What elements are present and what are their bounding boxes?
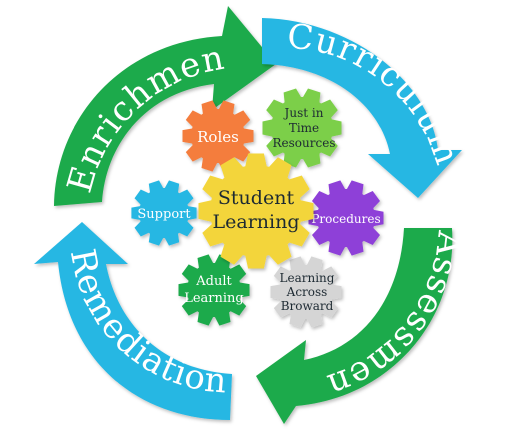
gear-just-in-time-line3: Resources — [273, 136, 336, 150]
gear-learning-across-line2: Across — [286, 285, 328, 299]
gear-adult-learning-line2: Learning — [184, 291, 244, 306]
gear-procedures-shape — [308, 180, 384, 256]
arrow-assessment — [256, 228, 453, 424]
center-line2: Learning — [213, 211, 300, 233]
label-enrichment: Enrichment — [0, 0, 228, 197]
gear-just-in-time: Just in Time Resources — [262, 88, 342, 168]
gear-student-learning: Student Learning — [198, 153, 314, 269]
arrow-enrichment-shape — [54, 6, 276, 206]
gear-just-in-time-shape — [262, 88, 342, 168]
arrow-remediation-shape — [34, 222, 232, 420]
arrow-curriculum — [262, 18, 462, 198]
arrow-curriculum-shape — [262, 18, 462, 198]
gear-procedures: Procedures — [308, 180, 384, 256]
gear-adult-learning-shape — [178, 254, 250, 326]
gear-just-in-time-line1: Just in — [283, 106, 324, 120]
gear-roles-label: Roles — [197, 128, 239, 146]
gear-support-label: Support — [137, 207, 191, 222]
gear-support-shape — [131, 180, 197, 246]
gear-support: Support — [131, 180, 197, 246]
gear-adult-learning-line1: Adult — [195, 274, 232, 289]
gear-student-learning-shape — [198, 153, 314, 269]
arrow-assessment-shape — [256, 228, 453, 424]
arrow-enrichment — [54, 6, 276, 206]
gear-roles: Roles — [182, 100, 254, 172]
arrow-remediation — [34, 222, 232, 420]
center-line1: Student — [218, 187, 295, 209]
gear-roles-shape — [182, 100, 254, 172]
gear-learning-across-broward: Learning Across Broward — [270, 256, 342, 328]
gear-just-in-time-line2: Time — [289, 121, 319, 135]
gear-procedures-label: Procedures — [311, 212, 380, 226]
gear-learning-across-line3: Broward — [281, 299, 334, 313]
gear-learning-across-broward-shape — [270, 256, 342, 328]
gear-adult-learning: Adult Learning — [178, 254, 250, 326]
gear-learning-across-line1: Learning — [280, 271, 335, 285]
